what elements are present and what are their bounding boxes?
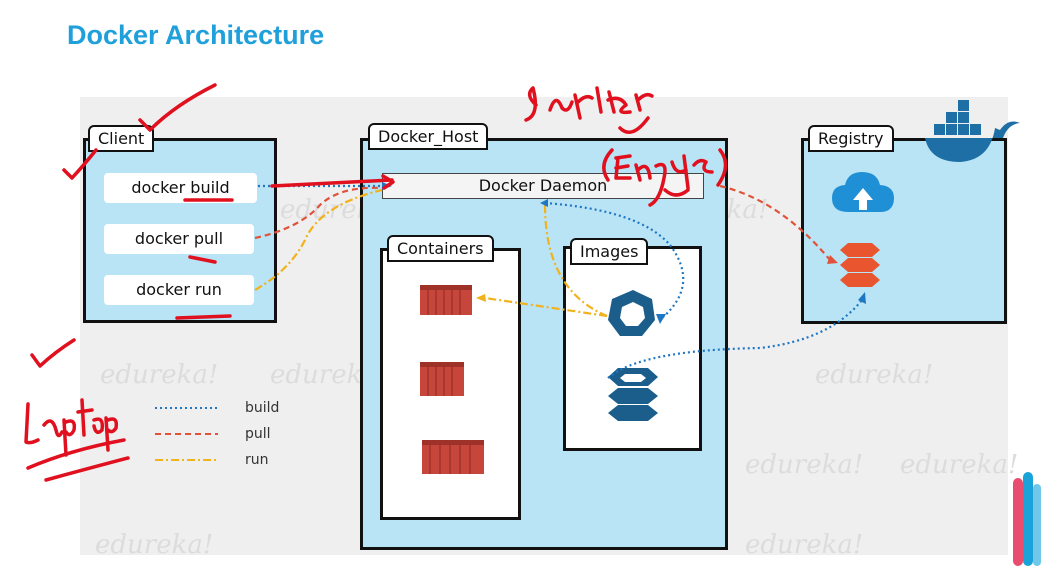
registry-pull-arrow (719, 184, 831, 261)
legend-build-label: build (245, 400, 280, 416)
watermark: edureka! (745, 450, 864, 480)
pull-arrow (254, 186, 383, 240)
underline-annotation (175, 314, 232, 320)
watermark: edureka! (100, 360, 219, 390)
decorative-stripe (1013, 478, 1023, 566)
server-annotation (524, 86, 654, 122)
watermark: edureka! (900, 450, 1019, 480)
legend-pull-label: pull (245, 426, 271, 442)
decorative-stripe (1023, 472, 1033, 566)
images-label: Images (570, 238, 649, 265)
page-title: Docker Architecture (67, 20, 325, 50)
registry-box (801, 138, 1007, 324)
checkmark-annotation (138, 83, 217, 132)
arrowhead (656, 314, 666, 324)
docker-build-command: docker build (104, 173, 257, 203)
docker-whale-icon (925, 100, 1020, 162)
arrowhead (476, 294, 486, 302)
container-icon (420, 362, 464, 396)
cloud-upload-icon (832, 172, 894, 212)
watermark: edureka! (95, 530, 214, 560)
arrowhead (540, 199, 548, 207)
laptop-underline-annotation (26, 438, 130, 482)
image-push-arrow (607, 299, 863, 379)
containers-label: Containers (387, 235, 494, 262)
container-icon (420, 285, 472, 315)
watermark: edureka! (745, 530, 864, 560)
image-to-container-run-arrow (484, 296, 608, 318)
docker-host-label: Docker_Host (368, 123, 489, 150)
arrowhead (858, 292, 866, 304)
checkmark-annotation (62, 148, 98, 180)
build-annotation-arrow (270, 174, 395, 190)
watermark: edureka! (815, 360, 934, 390)
daemon-run-arrow (543, 204, 608, 318)
client-label: Client (88, 125, 155, 152)
laptop-annotation (24, 398, 119, 457)
server-underline-annotation (618, 116, 650, 134)
docker-run-command: docker run (104, 275, 254, 305)
underline-annotation (188, 255, 217, 264)
decorative-stripe (1033, 484, 1041, 566)
image-heptagon-icon (608, 290, 655, 336)
registry-image-stack-icon (840, 243, 880, 287)
image-stack-icon (608, 368, 658, 421)
engine-annotation (602, 148, 728, 207)
arrowhead (827, 255, 838, 264)
checkmark-annotation (30, 338, 76, 368)
docker-pull-command: docker pull (104, 224, 254, 254)
registry-label: Registry (808, 125, 894, 152)
container-icon (422, 440, 484, 474)
run-arrow (254, 188, 383, 291)
legend-run-label: run (245, 452, 269, 468)
